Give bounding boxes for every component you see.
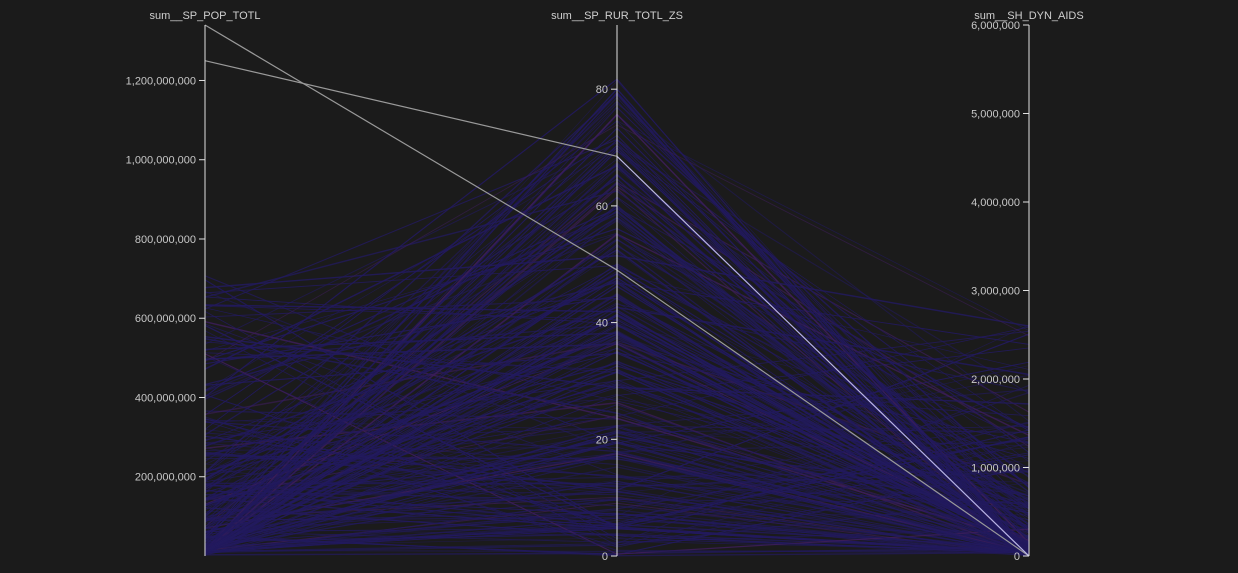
highlighted-line-right-segment: [616, 155, 1030, 557]
tick-label: 5,000,000: [971, 109, 1020, 121]
tick-label: 600,000,000: [135, 313, 196, 325]
highlighted-line-right-segment: [616, 269, 1030, 557]
highlighted-line-left-segment: [204, 24, 618, 271]
axis-aids: sum__SH_DYN_AIDS 0 1,000,000 2,000,000 3,000…: [971, 10, 1084, 563]
tick-label: 4,000,000: [971, 197, 1020, 209]
tick-label: 1,200,000,000: [126, 75, 196, 87]
tick-label: 800,000,000: [135, 234, 196, 246]
axis-pop: sum__SP_POP_TOTL 200,000,000 400,000,000 60…: [126, 10, 261, 556]
tick-label: 60: [596, 201, 608, 213]
tick-label: 6,000,000: [971, 20, 1020, 32]
tick-label: 80: [596, 84, 608, 96]
tick-label: 3,000,000: [971, 286, 1020, 298]
axis-title: sum__SH_DYN_AIDS: [974, 10, 1083, 22]
tick-label: 20: [596, 434, 608, 446]
tick-label: 400,000,000: [135, 392, 196, 404]
tick-label: 2,000,000: [971, 374, 1020, 386]
tick-label: 200,000,000: [135, 472, 196, 484]
axis-rur: sum__SP_RUR_TOTL_ZS 0 20 40 60 80: [551, 10, 683, 563]
tick-label: 0: [602, 551, 608, 563]
tick-label: 1,000,000,000: [126, 155, 196, 167]
tick-label: 40: [596, 318, 608, 330]
highlighted-lines-group: [204, 24, 1030, 557]
tick-label: 1,000,000: [971, 463, 1020, 475]
tick-label: 0: [1014, 551, 1020, 563]
axes-group: sum__SP_POP_TOTL 200,000,000 400,000,000 60…: [126, 10, 1084, 563]
highlighted-line-left-segment: [204, 60, 618, 157]
axis-title: sum__SP_POP_TOTL: [149, 10, 260, 22]
axis-title: sum__SP_RUR_TOTL_ZS: [551, 10, 683, 22]
